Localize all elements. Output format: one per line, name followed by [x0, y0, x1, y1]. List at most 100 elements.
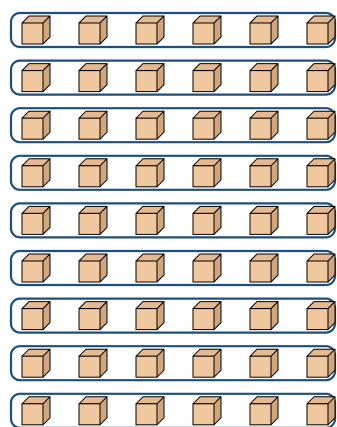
cube-group: [11, 13, 335, 47]
cube-front-face: [136, 23, 157, 44]
cube-front-face: [79, 404, 100, 425]
cube-icon: [79, 206, 107, 234]
cube-front-face: [136, 356, 157, 377]
cube-front-face: [307, 404, 328, 425]
cube-front-face: [193, 261, 214, 282]
cube-group: [11, 61, 335, 95]
cube-front-face: [250, 309, 271, 330]
cube-front-face: [250, 71, 271, 92]
cube-icon: [307, 206, 335, 234]
cube-icon: [250, 206, 278, 234]
cube-group: [11, 346, 335, 380]
cube-icon: [136, 159, 164, 187]
cube-icon: [136, 206, 164, 234]
cube-icon: [193, 111, 221, 139]
cube-icon: [250, 349, 278, 377]
cube-icon: [22, 206, 50, 234]
cube-front-face: [307, 309, 328, 330]
cube-icon: [136, 64, 164, 92]
cube-front-face: [22, 213, 43, 234]
group-border: [11, 251, 335, 285]
cube-icon: [136, 16, 164, 44]
cube-front-face: [79, 213, 100, 234]
cube-group: [11, 108, 335, 142]
cube-front-face: [136, 166, 157, 187]
group-border: [11, 156, 335, 190]
cube-group: [11, 203, 335, 237]
cube-front-face: [22, 261, 43, 282]
cube-icon: [307, 397, 335, 425]
cube-front-face: [307, 71, 328, 92]
cube-icon: [136, 397, 164, 425]
cube-front-face: [79, 118, 100, 139]
cube-icon: [307, 302, 335, 330]
cube-icon: [193, 159, 221, 187]
cube-icon: [136, 349, 164, 377]
cube-icon: [136, 111, 164, 139]
cube-icon: [307, 349, 335, 377]
cube-front-face: [22, 71, 43, 92]
cube-front-face: [193, 404, 214, 425]
group-border: [11, 299, 335, 333]
cube-front-face: [250, 213, 271, 234]
cube-icon: [250, 254, 278, 282]
group-border: [11, 346, 335, 380]
cube-icon: [250, 302, 278, 330]
cube-icon: [22, 302, 50, 330]
cube-front-face: [193, 356, 214, 377]
cube-icon: [79, 397, 107, 425]
cube-front-face: [79, 261, 100, 282]
cube-front-face: [136, 118, 157, 139]
cube-front-face: [136, 404, 157, 425]
cube-icon: [193, 64, 221, 92]
cube-icon: [22, 111, 50, 139]
cube-icon: [79, 254, 107, 282]
cube-front-face: [307, 23, 328, 44]
cube-icon: [22, 349, 50, 377]
cube-front-face: [22, 356, 43, 377]
cube-front-face: [136, 71, 157, 92]
cube-group: [11, 251, 335, 285]
cube-icon: [193, 16, 221, 44]
cube-front-face: [307, 356, 328, 377]
cube-icon: [79, 349, 107, 377]
cube-icon: [307, 159, 335, 187]
cube-front-face: [22, 166, 43, 187]
cube-front-face: [250, 356, 271, 377]
cube-icon: [307, 16, 335, 44]
cube-icon: [22, 254, 50, 282]
cube-icon: [193, 254, 221, 282]
cube-icon: [136, 254, 164, 282]
cube-icon: [193, 397, 221, 425]
cube-front-face: [22, 23, 43, 44]
cube-icon: [79, 302, 107, 330]
cube-front-face: [193, 71, 214, 92]
cube-front-face: [136, 261, 157, 282]
cube-front-face: [193, 118, 214, 139]
cube-icon: [193, 302, 221, 330]
cube-front-face: [307, 166, 328, 187]
cube-icon: [250, 64, 278, 92]
group-border: [11, 61, 335, 95]
cube-group: [11, 394, 335, 427]
cube-front-face: [22, 118, 43, 139]
cube-front-face: [136, 213, 157, 234]
cube-front-face: [79, 356, 100, 377]
cube-front-face: [193, 23, 214, 44]
cube-icon: [193, 206, 221, 234]
cube-icon: [79, 111, 107, 139]
group-border: [11, 108, 335, 142]
cube-icon: [193, 349, 221, 377]
cube-icon: [22, 397, 50, 425]
cube-front-face: [79, 309, 100, 330]
cube-icon: [22, 64, 50, 92]
cube-icon: [22, 159, 50, 187]
group-border: [11, 203, 335, 237]
cube-front-face: [22, 309, 43, 330]
cube-front-face: [193, 213, 214, 234]
cube-icon: [307, 254, 335, 282]
cube-front-face: [307, 213, 328, 234]
cube-icon: [79, 64, 107, 92]
cube-icon: [307, 111, 335, 139]
